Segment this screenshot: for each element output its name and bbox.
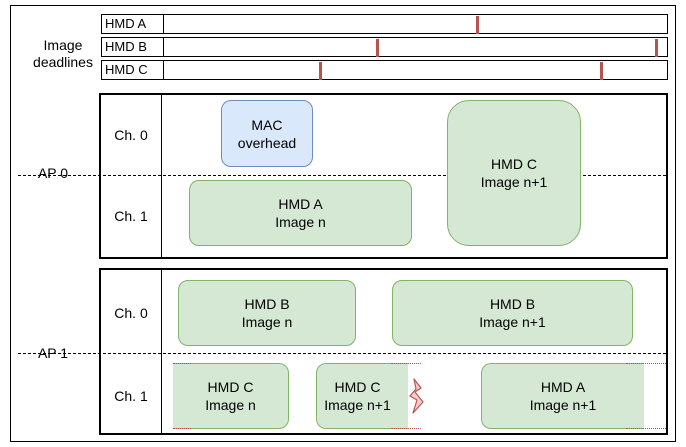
- deadlines-label-line1: Image: [43, 37, 83, 53]
- block-line2: Image n+1: [324, 397, 391, 413]
- block-line2: Image n: [241, 314, 293, 330]
- block-line1: HMD A: [540, 379, 586, 395]
- ap1-divider: [18, 353, 666, 354]
- block-line1: HMD C: [491, 156, 537, 172]
- block-line1: HMD A: [278, 196, 323, 212]
- block-line1: MAC: [251, 116, 283, 133]
- red-dotted-edge: [626, 363, 666, 364]
- red-dotted-edge: [626, 428, 666, 429]
- deadline-marker: [319, 62, 322, 80]
- ap0-channel-column: [101, 95, 162, 257]
- deadline-marker: [600, 62, 603, 80]
- block-line2: Image n: [205, 397, 256, 413]
- red-dotted-edge: [391, 428, 421, 429]
- block-line2: Image n+1: [479, 314, 546, 330]
- red-dotted-edge: [173, 363, 191, 364]
- block-line1: HMD C: [207, 379, 254, 395]
- ap1-ch1-label: Ch. 1: [114, 388, 148, 404]
- deadline-row-hmd-a: HMD A: [101, 14, 668, 34]
- ap1-hmd-b-image-n-block: HMD B Image n: [178, 280, 356, 346]
- deadline-row-hmd-c: HMD C: [101, 60, 668, 80]
- ap1-hmd-a-image-n1-block: HMD A Image n+1: [481, 363, 644, 429]
- deadline-marker: [655, 39, 658, 57]
- deadline-marker: [376, 39, 379, 57]
- block-line2: Image n: [275, 214, 326, 230]
- ap1-hmd-b-image-n1-block: HMD B Image n+1: [392, 280, 633, 346]
- red-dotted-edge: [173, 428, 191, 429]
- ap0-ch1-label: Ch. 1: [114, 208, 148, 224]
- red-dotted-edge: [391, 363, 421, 364]
- block-line1: HMD B: [244, 296, 290, 312]
- ap0-hmd-c-image-n1-block: HMD C Image n+1: [447, 100, 581, 246]
- block-line1: HMD B: [489, 296, 536, 312]
- diagram-frame: [10, 5, 676, 442]
- deadline-row-label: HMD C: [102, 61, 164, 79]
- ap0-ch0-label: Ch. 0: [114, 127, 148, 143]
- interference-lightning-icon: [409, 378, 424, 414]
- deadlines-label-line2: deadlines: [33, 54, 93, 70]
- ap1-hmd-c-image-n-block: HMD C Image n: [173, 363, 289, 429]
- deadline-row-hmd-b: HMD B: [101, 37, 668, 57]
- deadline-row-label: HMD B: [102, 38, 164, 56]
- ap1-ch0-label: Ch. 0: [114, 305, 148, 321]
- ap1-hmd-c-image-n1-block: HMD C Image n+1: [316, 363, 408, 429]
- deadline-row-label: HMD A: [102, 15, 164, 33]
- ap0-label: AP 0: [37, 165, 69, 181]
- deadline-marker: [476, 16, 479, 34]
- block-line2: Image n+1: [480, 174, 548, 190]
- ap0-hmd-a-image-n-block: HMD A Image n: [189, 180, 412, 246]
- block-line2: overhead: [237, 134, 297, 151]
- block-line2: Image n+1: [529, 397, 597, 413]
- ap1-channel-column: [101, 270, 162, 433]
- ap0-divider: [18, 175, 666, 176]
- block-line1: HMD C: [334, 379, 381, 395]
- deadlines-label: Image deadlines: [28, 37, 98, 71]
